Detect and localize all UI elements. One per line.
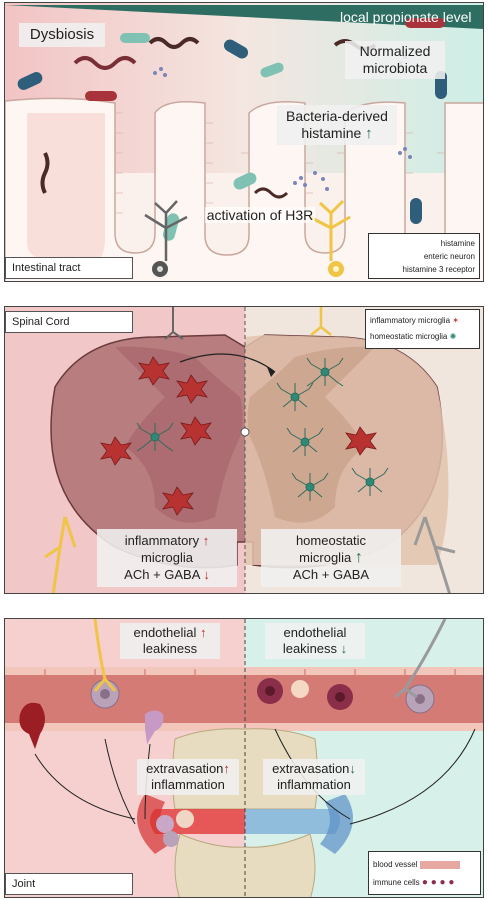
yellow-nerve-left bbox=[44, 516, 77, 593]
normalized-microbiota-label: Normalized microbiota bbox=[345, 41, 445, 79]
right-leakiness-box: endothelial leakiness ↓ bbox=[265, 623, 365, 659]
section-label-joint: Joint bbox=[5, 873, 133, 895]
spinal-cord-illustration bbox=[5, 307, 483, 593]
activation-h3r-label: activation of H3R bbox=[205, 207, 315, 223]
up-arrow-icon: ↑ bbox=[202, 533, 210, 548]
yellow-nerve-joint bbox=[93, 619, 117, 692]
legend-h3r: histamine 3 receptor bbox=[402, 265, 475, 274]
legend-immune-cells: immune cells ● ● ● ● bbox=[373, 877, 455, 888]
joint-legend: blood vessel immune cells ● ● ● ● bbox=[368, 851, 481, 895]
immune-cells-icon: ● ● ● ● bbox=[421, 877, 455, 888]
down-arrow-icon: ↓ bbox=[203, 567, 210, 582]
enteric-neuron-yellow bbox=[309, 199, 351, 261]
homeostatic-microglia bbox=[136, 357, 389, 501]
section-label-spinal: Spinal Cord bbox=[5, 311, 133, 333]
up-arrow-icon: ↑ bbox=[365, 125, 373, 142]
legend-inflammatory-microglia: inflammatory microglia ✶ bbox=[370, 316, 459, 325]
up-arrow-icon: ↑ bbox=[354, 549, 363, 566]
section-label-intestinal: Intestinal tract bbox=[5, 257, 133, 279]
homeostatic-summary-box: homeostatic microglia ↑ ACh + GABA bbox=[261, 529, 401, 587]
grey-nerve-joint bbox=[394, 619, 447, 699]
joint-panel: endothelial ↑ leakiness endothelial leak… bbox=[4, 618, 484, 898]
legend-enteric-neuron: enteric neuron bbox=[423, 252, 475, 261]
propionate-wedge bbox=[5, 5, 483, 29]
enteric-neuron-grey bbox=[144, 200, 188, 261]
legend-histamine: histamine bbox=[440, 239, 475, 248]
left-leakiness-box: endothelial ↑ leakiness bbox=[120, 623, 220, 659]
dysbiosis-label: Dysbiosis bbox=[19, 23, 105, 47]
intestinal-panel: local propionate level Dysbiosis Normali… bbox=[4, 2, 484, 282]
spinal-cord-panel: Spinal Cord inflammatory microglia ✶ hom… bbox=[4, 306, 484, 594]
joint-illustration bbox=[5, 619, 483, 897]
left-extravasation-box: extravasation↑ inflammation bbox=[137, 759, 239, 795]
grey-nerve-right bbox=[413, 516, 456, 593]
red-star-icon: ✶ bbox=[452, 316, 459, 325]
teal-cell-icon: ✺ bbox=[449, 332, 457, 341]
down-arrow-icon: ↓ bbox=[349, 761, 356, 776]
down-arrow-icon: ↓ bbox=[340, 641, 348, 656]
legend-homeostatic-microglia: homeostatic microglia ✺ bbox=[370, 332, 457, 341]
up-arrow-icon: ↑ bbox=[200, 625, 207, 640]
intestinal-legend: histamine enteric neuron histamine 3 rec… bbox=[368, 233, 480, 279]
inflammatory-summary-box: inflammatory ↑ microglia ACh + GABA ↓ bbox=[97, 529, 237, 587]
inflammatory-microglia bbox=[100, 356, 377, 516]
spinal-legend: inflammatory microglia ✶ homeostatic mic… bbox=[365, 309, 480, 349]
up-arrow-icon: ↑ bbox=[223, 761, 230, 776]
vessel-swatch-icon bbox=[419, 860, 460, 869]
propionate-banner: local propionate level bbox=[340, 9, 472, 25]
bacteria-histamine-label: Bacteria-derived histamine ↑ bbox=[277, 105, 397, 145]
right-extravasation-box: extravasation↓ inflammation bbox=[263, 759, 365, 795]
legend-blood-vessel: blood vessel bbox=[373, 856, 476, 874]
